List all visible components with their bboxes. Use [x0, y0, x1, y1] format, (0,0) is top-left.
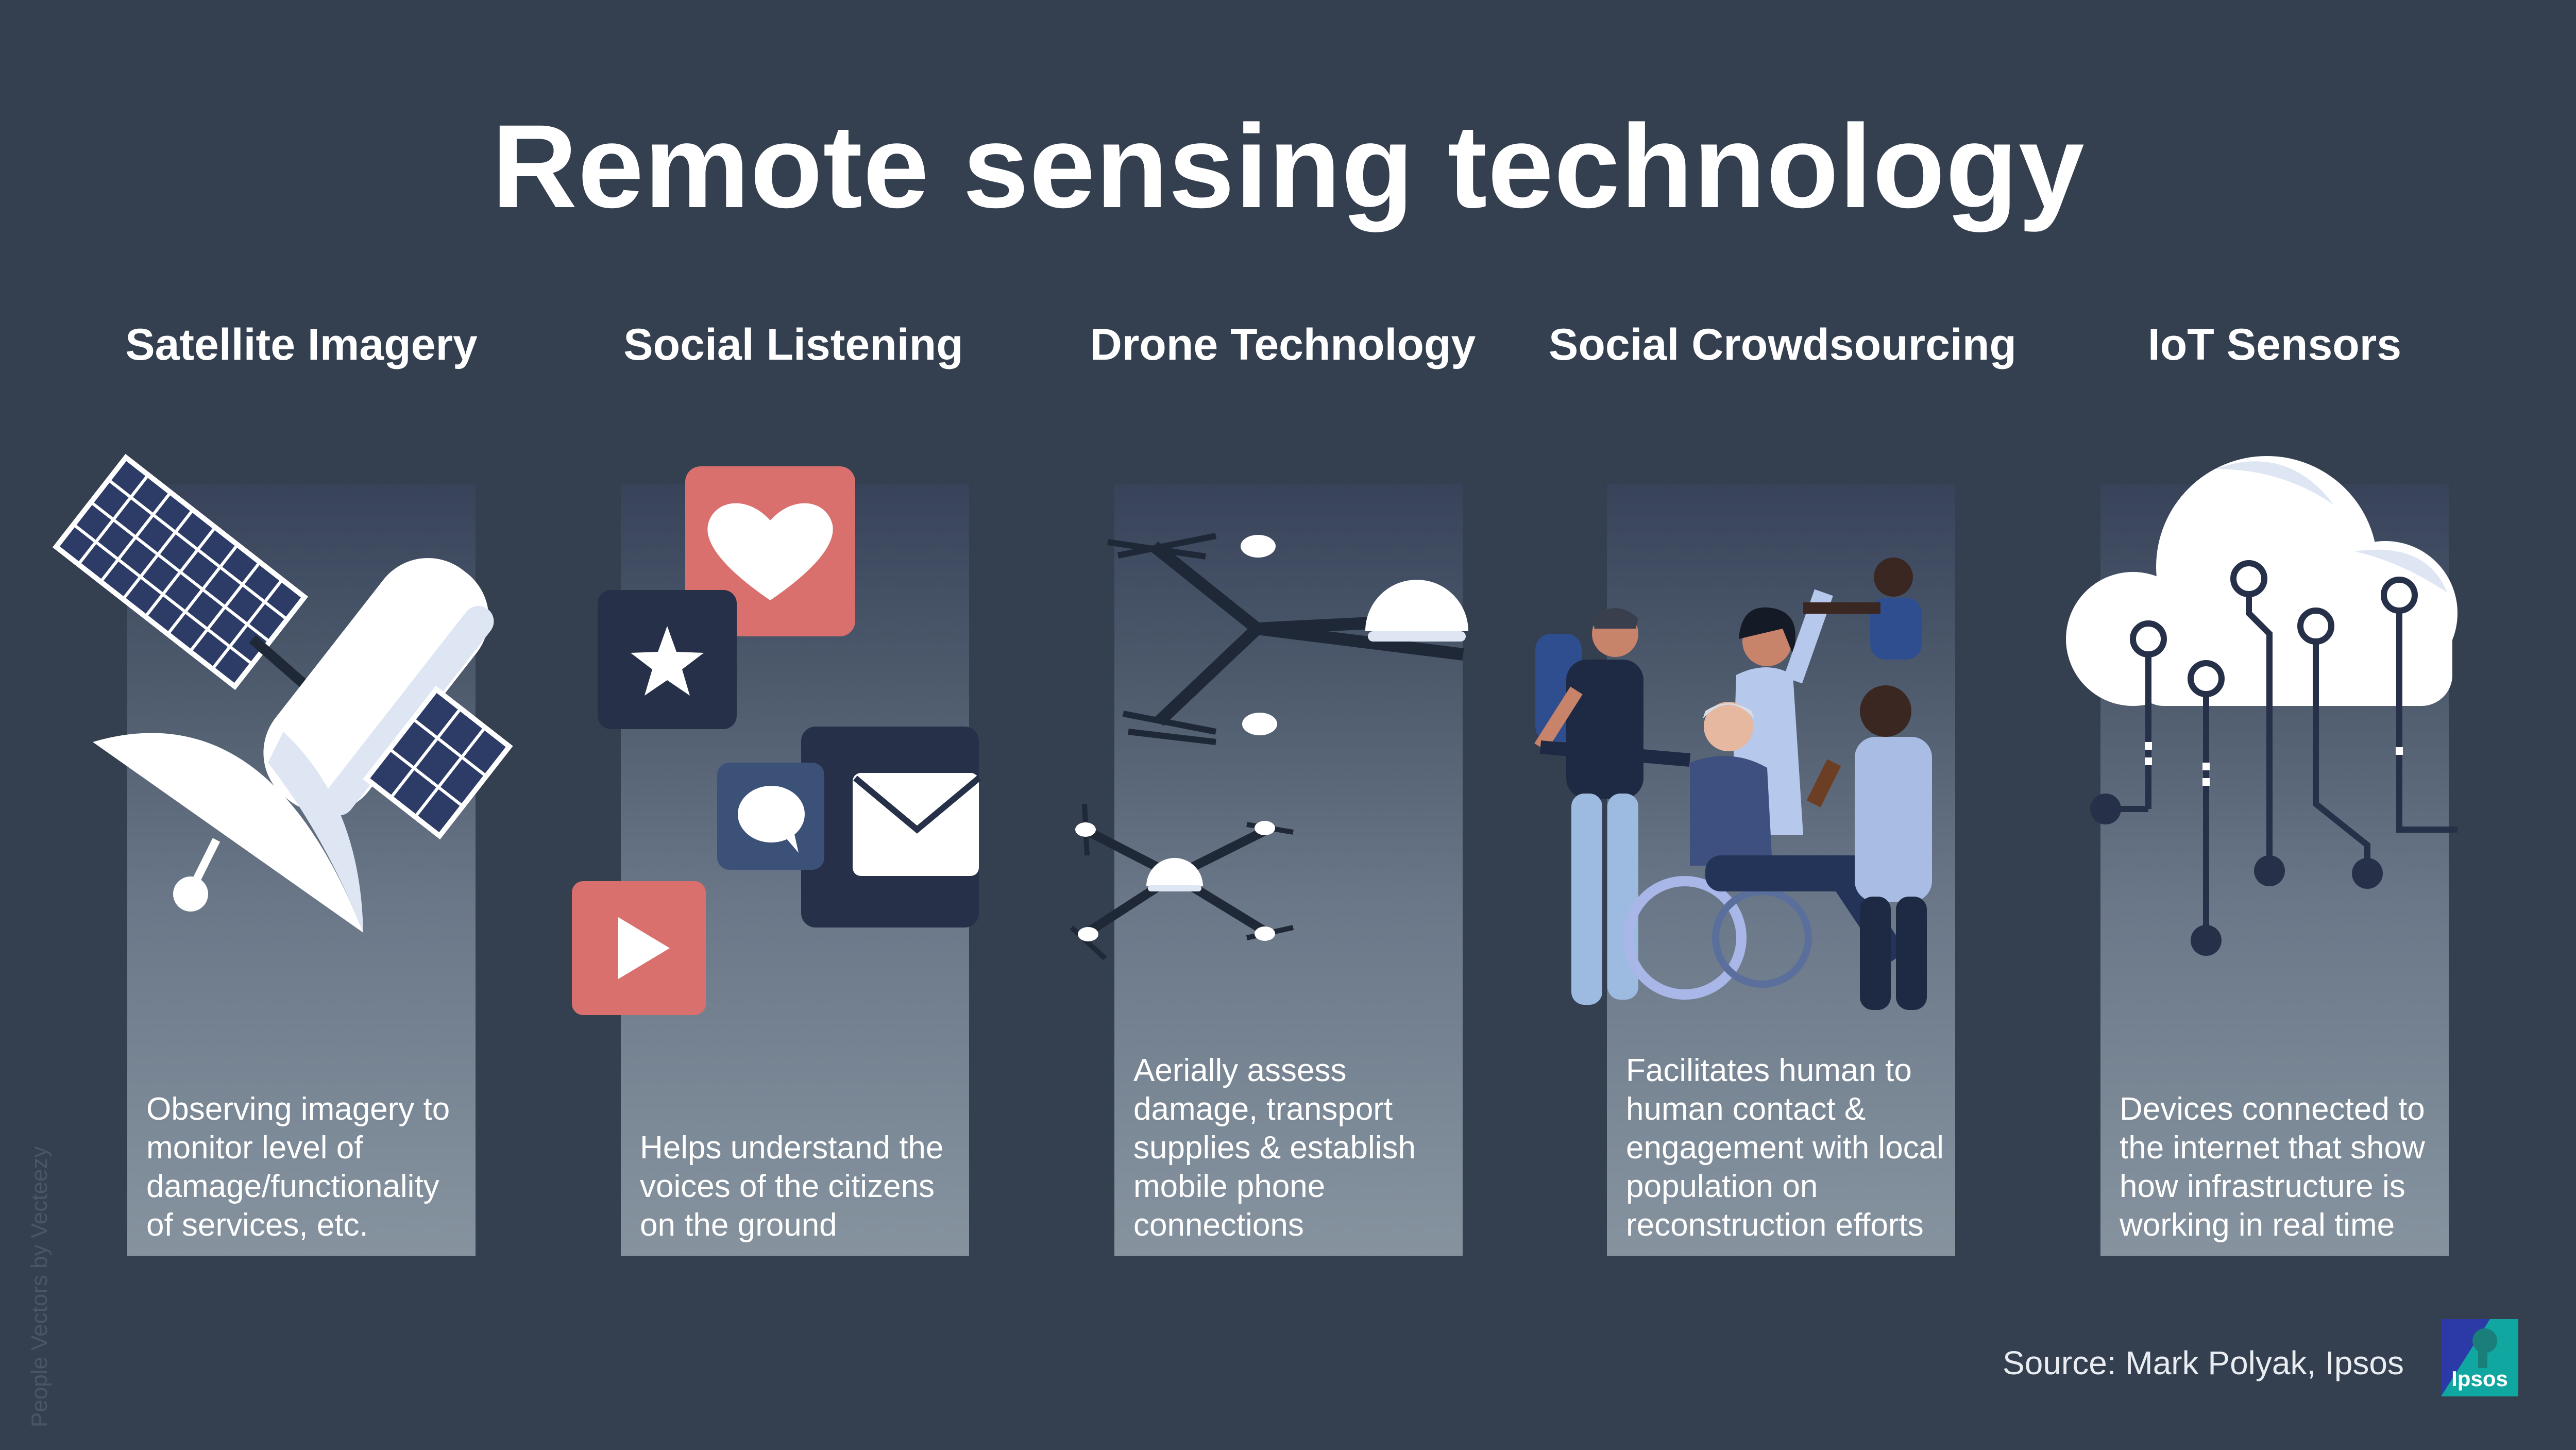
play-icon — [618, 917, 670, 979]
column-description-drone-technology: Aerially assess damage, transport suppli… — [1133, 1053, 1416, 1243]
chat-bubble-icon — [738, 786, 805, 853]
social-icons-group — [572, 466, 981, 1015]
column-heading-iot-sensors: IoT Sensors — [2147, 320, 2402, 369]
column-description-iot-sensors: Devices connected to the internet that s… — [2120, 1091, 2425, 1243]
drone-icon — [1070, 533, 1468, 960]
column-description-social-crowdsourcing: Facilitates human to human contact & eng… — [1626, 1053, 1944, 1243]
ipsos-logo: Ipsos — [2441, 1319, 2518, 1396]
column-heading-social-listening: Social Listening — [623, 320, 963, 369]
satellite-icon — [52, 453, 513, 933]
watermark-credit: People Vectors by Vecteezy — [27, 1146, 52, 1427]
cloud-circuit-icon — [2066, 456, 2458, 956]
star-icon — [631, 626, 704, 696]
page-title: Remote sensing technology — [492, 100, 2085, 232]
logo-text: Ipsos — [2451, 1367, 2508, 1391]
column-description-social-listening: Helps understand the voices of the citiz… — [640, 1130, 944, 1243]
heart-icon — [707, 503, 833, 600]
column-heading-drone-technology: Drone Technology — [1090, 320, 1476, 369]
source-credit: Source: Mark Polyak, Ipsos — [2003, 1344, 2404, 1381]
column-heading-social-crowdsourcing: Social Crowdsourcing — [1549, 320, 2016, 369]
column-description-satellite-imagery: Observing imagery to monitor level of da… — [146, 1091, 450, 1243]
people-group-icon — [1534, 558, 1932, 1010]
envelope-icon — [853, 773, 981, 876]
column-heading-satellite-imagery: Satellite Imagery — [125, 320, 478, 369]
